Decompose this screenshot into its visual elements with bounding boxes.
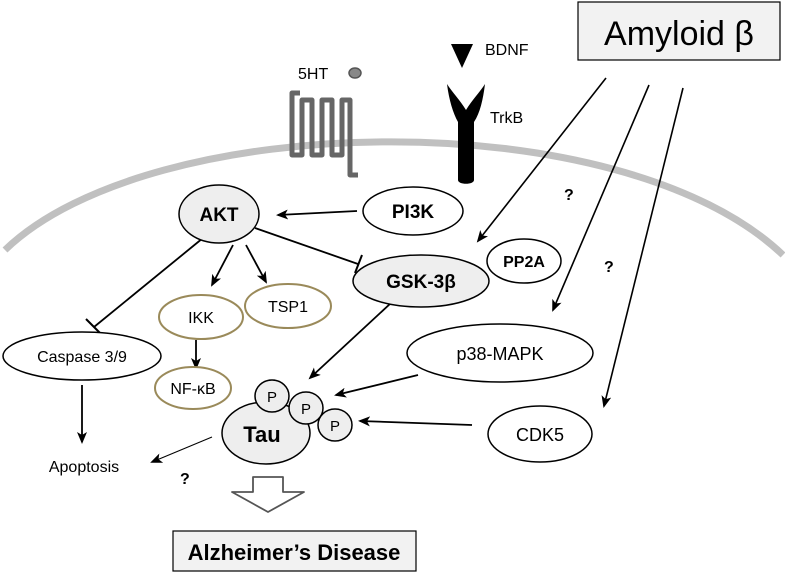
arrow-akt-tsp1 [245, 244, 267, 284]
phosphate-2-label: P [301, 401, 311, 418]
cdk5-node [487, 405, 593, 463]
p38-label: p38-MAPK [456, 344, 543, 364]
phosphate-3-label: P [330, 418, 340, 435]
block-arrow-down-icon [231, 476, 305, 513]
bdnf-ligand-icon [451, 44, 473, 68]
gsk3b-node [352, 254, 490, 308]
tsp1-node [244, 283, 332, 329]
bdnf-label: BDNF [485, 42, 529, 59]
ikk-node [158, 294, 244, 340]
inhibit-akt-gsk3b [254, 227, 359, 265]
serotonin-label: 5HT [298, 66, 328, 83]
pi3k-node [362, 186, 464, 236]
phosphate-1-label: P [267, 389, 277, 406]
arrow-p38-tau [334, 374, 419, 398]
nfkb-label: NF-κB [170, 381, 215, 398]
pi3k-label: PI3K [392, 202, 435, 223]
p38-node [406, 323, 594, 383]
gsk3b-label: GSK-3β [386, 272, 456, 293]
amyloid-box [577, 1, 781, 61]
phosphate-3 [317, 408, 353, 442]
pp2a-node [486, 238, 562, 284]
inhibit-akt-caspase [93, 237, 204, 328]
alzheimers-label: Alzheimer’s Disease [188, 540, 401, 565]
phosphate-1 [254, 379, 290, 413]
question-mark-1: ? [564, 187, 574, 204]
trkb-receptor-icon [447, 84, 485, 184]
caspase-node [2, 331, 162, 381]
arrow-amyloid-cdk5 [601, 87, 684, 408]
phosphate-2 [288, 391, 324, 425]
arrow-gsk3b-tau [308, 302, 392, 380]
akt-label: AKT [199, 205, 238, 226]
arrow-cdk5-tau [358, 416, 473, 427]
cell-membrane [2, 138, 785, 258]
arrow-akt-ikk [211, 244, 234, 287]
serotonin-ligand-icon [348, 67, 362, 79]
arrow-amyloid-p38 [552, 84, 650, 312]
ikk-label: IKK [188, 310, 214, 327]
tsp1-label: TSP1 [268, 299, 308, 316]
arrow-amyloid-gsk3b [476, 77, 607, 243]
question-mark-3: ? [180, 471, 190, 488]
arrow-pi3k-akt [276, 209, 358, 220]
arrow-tau-apoptosis [150, 436, 213, 463]
caspase-label: Caspase 3/9 [37, 349, 127, 366]
alzheimers-box [172, 530, 417, 572]
nfkb-node [154, 366, 232, 410]
serotonin-receptor-icon [289, 90, 358, 178]
amyloid-label: Amyloid β [604, 15, 754, 53]
inhibit-bar-gsk3b [354, 254, 363, 274]
question-mark-2: ? [604, 259, 614, 276]
tau-label: Tau [243, 422, 280, 447]
cdk5-label: CDK5 [516, 425, 564, 445]
trkb-label: TrkB [490, 110, 523, 127]
akt-node [178, 184, 260, 244]
pp2a-label: PP2A [503, 254, 545, 271]
apoptosis-label: Apoptosis [49, 459, 119, 476]
